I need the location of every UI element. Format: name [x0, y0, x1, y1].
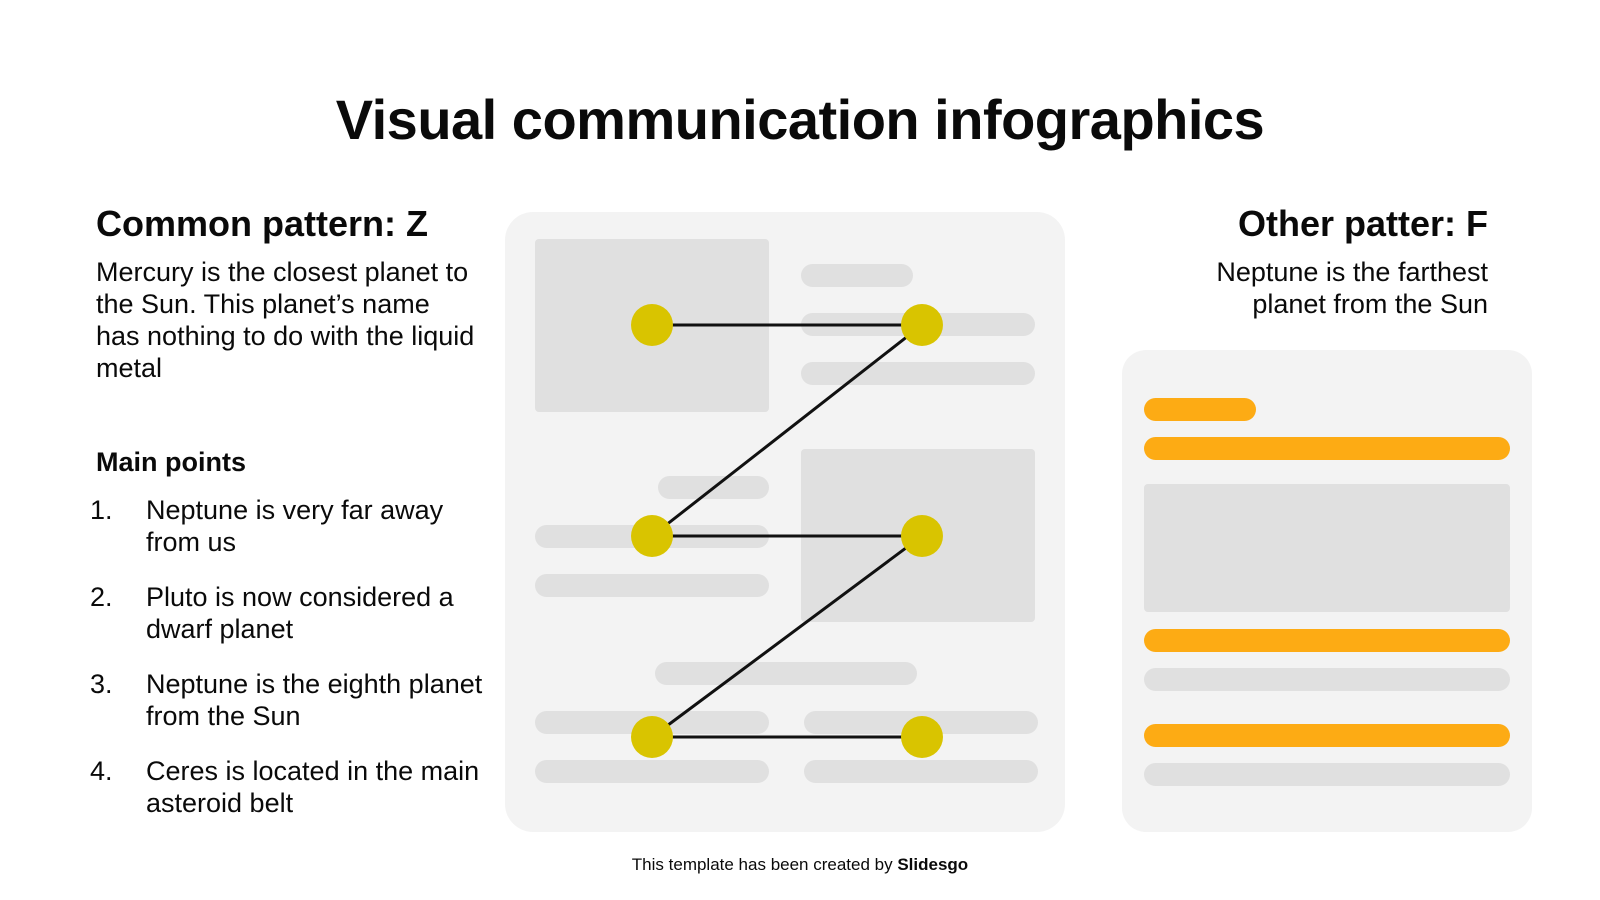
main-point-text: Pluto is now considered a dwarf planet [146, 582, 454, 644]
f-highlight-bar [1144, 724, 1510, 747]
z-text-line [535, 574, 769, 597]
f-image-placeholder [1144, 484, 1510, 612]
z-path-dot [631, 716, 673, 758]
f-highlight-bar [1144, 398, 1256, 421]
footer-prefix: This template has been created by [631, 855, 898, 874]
f-highlight-bar [1144, 437, 1510, 460]
main-point-text: Neptune is very far away from us [146, 495, 444, 557]
slide-title: Visual communication infographics [335, 88, 1265, 151]
z-text-line [655, 662, 917, 685]
z-path-dot [901, 716, 943, 758]
z-path-dot [631, 515, 673, 557]
z-pattern-description: Mercury is the closest planet to the Sun… [96, 257, 475, 383]
z-text-line [801, 264, 913, 287]
z-text-line [535, 760, 769, 783]
f-text-line [1144, 668, 1510, 691]
main-point-item: 1. Neptune is very far away from us [90, 494, 490, 558]
main-point-number: 4. [90, 756, 113, 786]
f-pattern-heading: Other patter: F [1237, 203, 1488, 244]
f-text-line [1144, 763, 1510, 786]
z-path-dot [901, 515, 943, 557]
z-text-line [801, 362, 1035, 385]
main-point-number: 1. [90, 495, 113, 525]
z-path-line [650, 323, 924, 739]
z-path-dot [631, 304, 673, 346]
z-pattern-heading: Common pattern: Z [96, 203, 428, 244]
footer-credit: This template has been created by Slides… [0, 854, 1600, 876]
z-text-line [804, 760, 1038, 783]
main-point-text: Ceres is located in the main asteroid be… [146, 756, 480, 818]
main-points-list: 1. Neptune is very far away from us 2. P… [90, 494, 490, 842]
main-point-text: Neptune is the eighth planet from the Su… [146, 669, 483, 731]
z-path-dot [901, 304, 943, 346]
main-point-item: 3. Neptune is the eighth planet from the… [90, 668, 490, 732]
footer-brand: Slidesgo [897, 855, 969, 874]
z-pattern-diagram [505, 212, 1065, 832]
main-points-heading: Main points [96, 447, 246, 477]
f-pattern-description: Neptune is the farthest planet from the … [1216, 257, 1488, 319]
f-pattern-diagram [1122, 350, 1532, 832]
main-point-number: 2. [90, 582, 113, 612]
main-point-item: 2. Pluto is now considered a dwarf plane… [90, 581, 490, 645]
f-highlight-bar [1144, 629, 1510, 652]
main-point-number: 3. [90, 669, 113, 699]
main-point-item: 4. Ceres is located in the main asteroid… [90, 755, 490, 819]
